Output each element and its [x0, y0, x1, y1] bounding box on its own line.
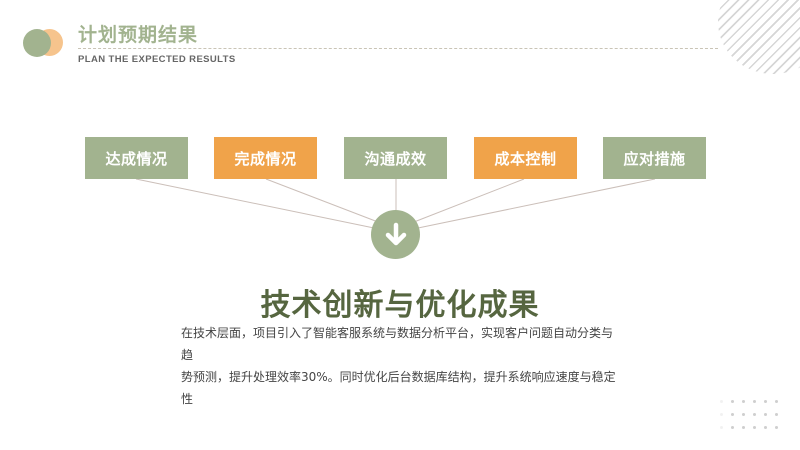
box-communication: 沟通成效	[344, 137, 447, 179]
header-divider	[78, 48, 718, 49]
section-heading: 技术创新与优化成果	[260, 288, 540, 323]
paragraph-line-2: 势预测，提升处理效率30%。同时优化后台数据库结构，提升系统响应速度与稳定性	[181, 370, 616, 406]
box-cost-control: 成本控制	[474, 137, 577, 179]
decor-circle-green	[23, 29, 51, 57]
box-completion: 完成情况	[214, 137, 317, 179]
decor-dot-grid	[720, 400, 786, 429]
box-achievement: 达成情况	[85, 137, 188, 179]
page-title: 计划预期结果	[78, 24, 199, 46]
page-subtitle: PLAN THE EXPECTED RESULTS	[78, 54, 236, 65]
arrow-down-icon	[385, 222, 406, 245]
box-measures: 应对措施	[603, 137, 706, 179]
paragraph-line-1: 在技术层面，项目引入了智能客服系统与数据分析平台，实现客户问题自动分类与趋	[181, 326, 614, 362]
description-paragraph: 在技术层面，项目引入了智能客服系统与数据分析平台，实现客户问题自动分类与趋 势预…	[181, 322, 621, 410]
arrow-circle	[371, 210, 420, 259]
